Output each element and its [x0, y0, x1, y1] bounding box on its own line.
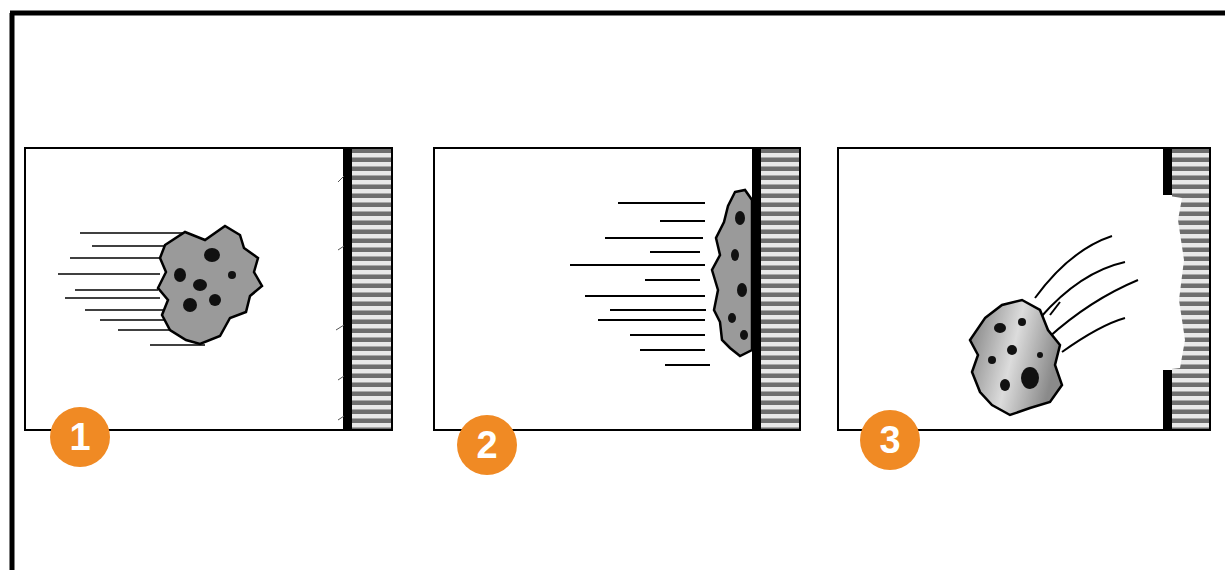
panel-one [25, 148, 392, 430]
callout-number: 3 [879, 421, 900, 459]
callout-number: 1 [69, 418, 90, 456]
panel-two [434, 148, 800, 430]
frame-line [10, 13, 15, 570]
callout-circle [50, 407, 110, 467]
callout-holder: 2 [457, 415, 517, 475]
callout-holder: 3 [860, 410, 920, 470]
callout-number: 2 [476, 426, 497, 464]
callout-circle [457, 415, 517, 475]
frame-line [10, 11, 1225, 16]
callout-circle [860, 410, 920, 470]
callout-holder: 1 [50, 407, 110, 467]
panel-three [838, 148, 1210, 430]
